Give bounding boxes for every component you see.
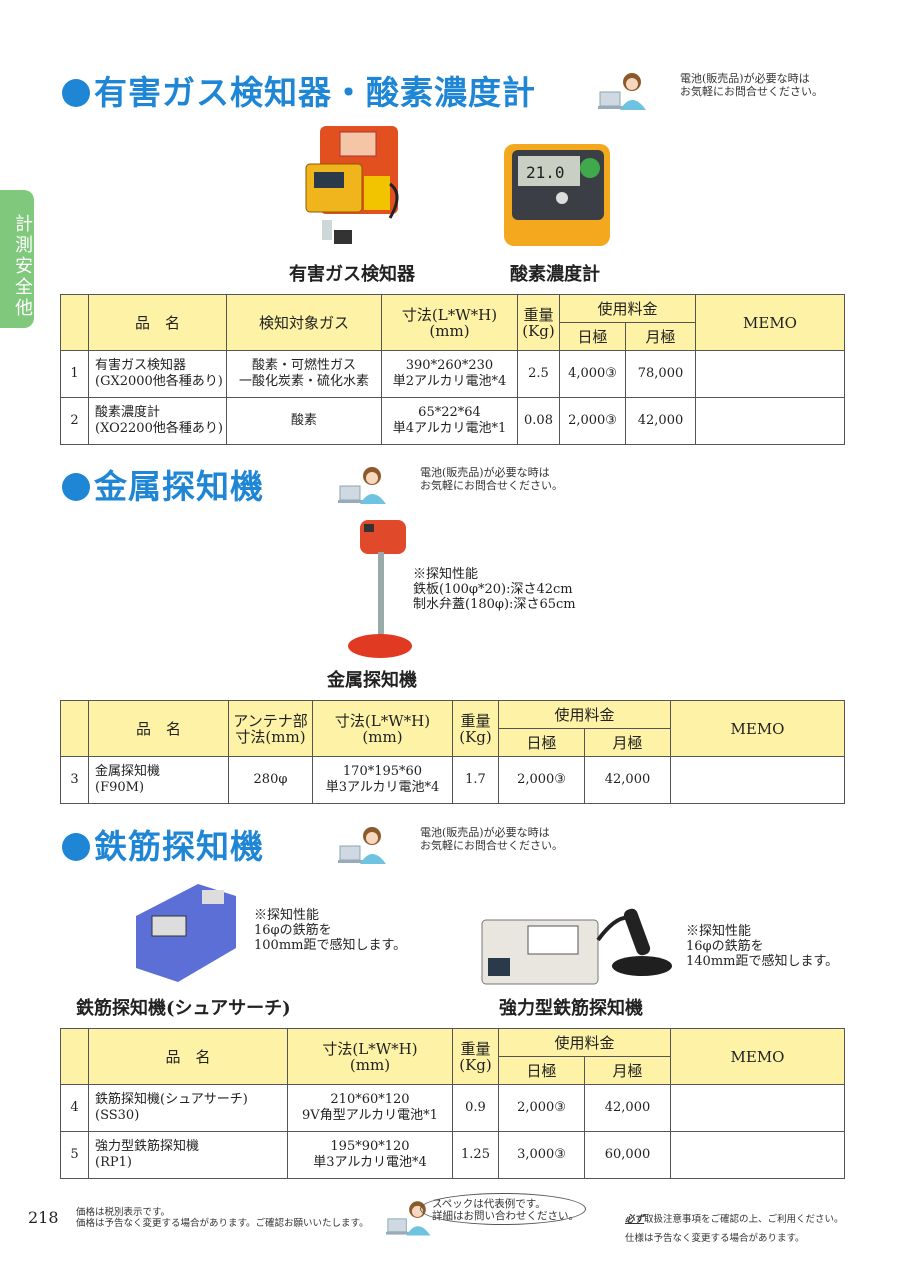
side-tab[interactable]: 計測安全他: [0, 190, 34, 328]
table-row: 4 鉄筋探知機(シュアサーチ) (SS30) 210*60*120 9V角型アル…: [60, 1084, 845, 1132]
header-size: 寸法(L*W*H) (mm): [287, 1028, 453, 1085]
speech-bubble: [420, 1193, 586, 1225]
memo-cell[interactable]: [695, 397, 845, 445]
page-number: 218: [28, 1208, 59, 1227]
battery-note: 電池(販売品)が必要な時は お気軽にお問合せください。: [420, 466, 563, 492]
header-monthly: 月極: [583, 1056, 672, 1085]
table-row: 2 酸素濃度計 (XO2200他各種あり) 酸素 65*22*64 単4アルカリ…: [60, 397, 845, 445]
bullet-icon: [62, 833, 90, 861]
header-size: 寸法(L*W*H) (mm): [381, 294, 518, 351]
header-memo: MEMO: [670, 700, 845, 757]
header-memo: MEMO: [670, 1028, 845, 1085]
header-monthly: 月極: [624, 322, 697, 351]
strong-rebar-detector-image: [481, 908, 672, 985]
table-row: 3 金属探知機 (F90M) 280φ 170*195*60 単3アルカリ電池*…: [60, 756, 845, 804]
header-name: 品 名: [88, 1028, 288, 1085]
table-row: 5 強力型鉄筋探知機 (RP1) 195*90*120 単3アルカリ電池*4 1…: [60, 1131, 845, 1179]
battery-note: 電池(販売品)が必要な時は お気軽にお問合せください。: [680, 72, 823, 98]
operator-icon: [338, 467, 386, 504]
section-title-rebar: 鉄筋探知機: [62, 820, 264, 868]
header-name: 品 名: [88, 294, 227, 351]
header-weight: 重量 (Kg): [517, 294, 560, 351]
caption-strong-rebar-detector: 強力型鉄筋探知機: [499, 998, 643, 1019]
rebar-spec-1: ※探知性能 16φの鉄筋を 100mm距で感知します。: [254, 908, 407, 953]
header-daily: 日極: [559, 322, 626, 351]
memo-cell[interactable]: [670, 756, 845, 804]
caption-metal-detector: 金属探知機: [327, 670, 417, 691]
operator-icon: [338, 827, 386, 864]
gas-detector-image: [305, 126, 399, 244]
rebar-detector-image: [136, 884, 236, 982]
section-title-gas: 有害ガス検知器・酸素濃度計: [62, 66, 536, 114]
memo-cell[interactable]: [695, 350, 845, 398]
caption-rebar-detector: 鉄筋探知機(シュアサーチ): [76, 998, 291, 1019]
table-row: 1 有害ガス検知器 (GX2000他各種あり) 酸素・可燃性ガス 一酸化炭素・硫…: [60, 350, 845, 398]
metal-detector-image: [348, 520, 412, 658]
header-daily: 日極: [498, 728, 585, 757]
header-weight: 重量 (Kg): [452, 1028, 499, 1085]
metal-spec: ※探知性能 鉄板(100φ*20):深さ42cm 制水弁蓋(180φ):深さ65…: [413, 567, 576, 612]
header-fee: 使用料金: [558, 294, 697, 323]
table-metal: 品 名 アンテナ部 寸法(mm) 寸法(L*W*H) (mm) 重量 (Kg) …: [60, 700, 845, 804]
header-weight: 重量 (Kg): [452, 700, 499, 757]
oxygen-meter-image: 21.0: [504, 144, 610, 246]
caption-oxygen-meter: 酸素濃度計: [510, 264, 600, 285]
footer-left-note: 価格は税別表示です。 価格は予告なく変更する場合があります。ご確認お願いいたしま…: [76, 1207, 369, 1229]
caption-gas-detector: 有害ガス検知器: [289, 264, 415, 285]
header-monthly: 月極: [583, 728, 672, 757]
table-rebar: 品 名 寸法(L*W*H) (mm) 重量 (Kg) 使用料金 MEMO 日極 …: [60, 1028, 845, 1179]
header-size: 寸法(L*W*H) (mm): [312, 700, 453, 757]
table-gas: 品 名 検知対象ガス 寸法(L*W*H) (mm) 重量 (Kg) 使用料金 M…: [60, 294, 845, 445]
header-fee: 使用料金: [497, 1028, 672, 1057]
rebar-spec-2: ※探知性能 16φの鉄筋を 140mm距で感知します。: [686, 924, 839, 969]
section-title-metal: 金属探知機: [62, 460, 264, 508]
bullet-icon: [62, 473, 90, 501]
header-target-gas: 検知対象ガス: [226, 294, 382, 351]
header-daily: 日極: [498, 1056, 585, 1085]
operator-icon: [598, 73, 646, 110]
oxygen-display: 21.0: [526, 163, 565, 182]
footer-right-note: 必ず取扱注意事項をご確認の上、ご利用ください。 仕様は予告なく変更する場合があり…: [625, 1214, 844, 1244]
bullet-icon: [62, 79, 90, 107]
header-memo: MEMO: [695, 294, 845, 351]
header-antenna: アンテナ部 寸法(mm): [228, 700, 313, 757]
memo-cell[interactable]: [670, 1084, 845, 1132]
memo-cell[interactable]: [670, 1131, 845, 1179]
bubble-text: スペックは代表例です。 詳細はお問い合わせください。: [432, 1198, 579, 1222]
battery-note: 電池(販売品)が必要な時は お気軽にお問合せください。: [420, 826, 563, 852]
header-fee: 使用料金: [497, 700, 672, 729]
header-name: 品 名: [88, 700, 229, 757]
